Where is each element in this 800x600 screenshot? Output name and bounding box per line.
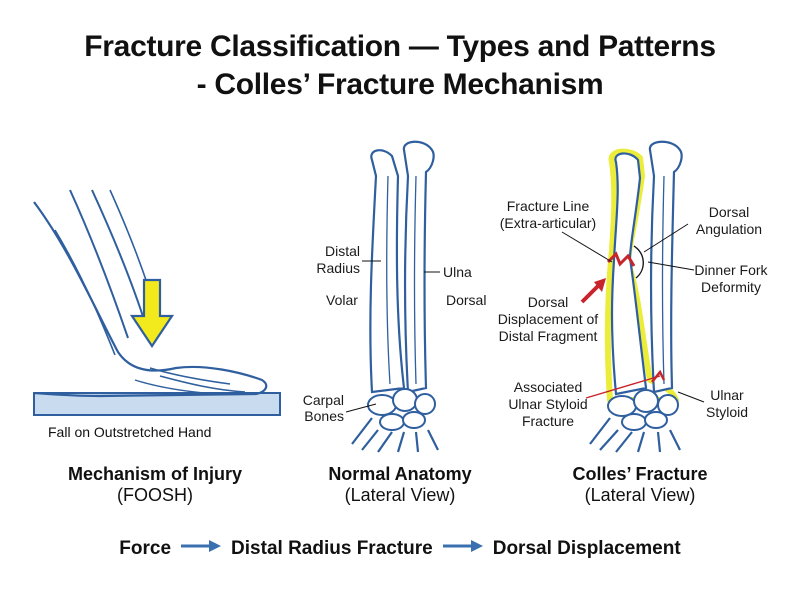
caption-colles: Colles’ Fracture (Lateral View) <box>540 464 740 506</box>
caption-mechanism: Mechanism of Injury (FOOSH) <box>55 464 255 506</box>
label-displacement-line2: Displacement of <box>498 311 598 327</box>
label-volar: Volar <box>326 292 358 308</box>
label-dorsal-angulation-line1: Dorsal <box>709 204 749 220</box>
colles-fracture-panel: Fracture Line (Extra-articular) Dorsal A… <box>498 140 769 453</box>
label-displacement-line1: Dorsal <box>528 294 568 310</box>
label-carpal-line1: Carpal <box>303 392 344 408</box>
caption-mechanism-title: Mechanism of Injury <box>67 464 243 484</box>
label-fracture-line-line1: Fracture Line <box>507 198 590 214</box>
label-ulnar-styloid-line2: Styloid <box>706 404 748 420</box>
caption-mechanism-sub: (FOOSH) <box>117 485 193 505</box>
page-subtitle: - Colles’ Fracture Mechanism <box>196 68 604 101</box>
colles-ulna-bone <box>648 140 683 394</box>
caption-normal-sub: (Lateral View) <box>344 485 456 505</box>
label-dorsal-angulation-line2: Angulation <box>696 221 762 237</box>
label-distal-radius-line2: Radius <box>316 260 360 276</box>
label-dorsal: Dorsal <box>446 292 486 308</box>
label-dinner-fork-line2: Deformity <box>701 279 761 295</box>
label-ulnar-styloid-line1: Ulnar <box>710 387 744 403</box>
label-fracture-line-line2: (Extra-articular) <box>500 215 596 231</box>
label-styloid-fracture-line2: Ulnar Styloid <box>508 396 587 412</box>
displacement-arrow <box>580 282 602 304</box>
flow-step-displacement: Dorsal Displacement <box>492 538 681 559</box>
caption-normal: Normal Anatomy (Lateral View) <box>300 464 500 506</box>
ulna-bone <box>402 140 435 394</box>
fracture-line <box>606 251 636 267</box>
label-carpal-line2: Bones <box>304 408 344 424</box>
flow-arrow-icon <box>442 538 483 560</box>
mechanism-panel <box>33 189 281 416</box>
page-title: Fracture Classification — Types and Patt… <box>84 30 716 63</box>
flow-step-force: Force <box>119 538 172 559</box>
process-flow: Force Distal Radius Fracture Dorsal Disp… <box>0 538 800 560</box>
deformity-highlight <box>604 148 679 403</box>
flow-step-fracture: Distal Radius Fracture <box>231 538 433 559</box>
label-styloid-fracture-line1: Associated <box>514 379 582 395</box>
foosh-label: Fall on Outstretched Hand <box>48 424 212 440</box>
ground-surface <box>33 392 281 416</box>
label-distal-radius-line1: Distal <box>325 243 360 259</box>
force-arrow <box>129 278 175 348</box>
caption-normal-title: Normal Anatomy <box>328 464 472 484</box>
label-dinner-fork-line1: Dinner Fork <box>694 262 768 278</box>
label-displacement-line3: Distal Fragment <box>499 328 598 344</box>
caption-colles-title: Colles’ Fracture <box>572 464 708 484</box>
label-ulna: Ulna <box>443 264 472 280</box>
ulnar-styloid-fracture-line <box>651 369 666 383</box>
normal-anatomy-panel: Distal Radius Ulna Volar Dorsal Carpal B… <box>303 140 486 453</box>
carpal-bones <box>351 388 439 453</box>
caption-colles-sub: (Lateral View) <box>584 485 696 505</box>
label-styloid-fracture-line3: Fracture <box>522 413 574 429</box>
colles-carpal-bones <box>589 389 681 453</box>
flow-arrow-icon <box>181 538 222 560</box>
